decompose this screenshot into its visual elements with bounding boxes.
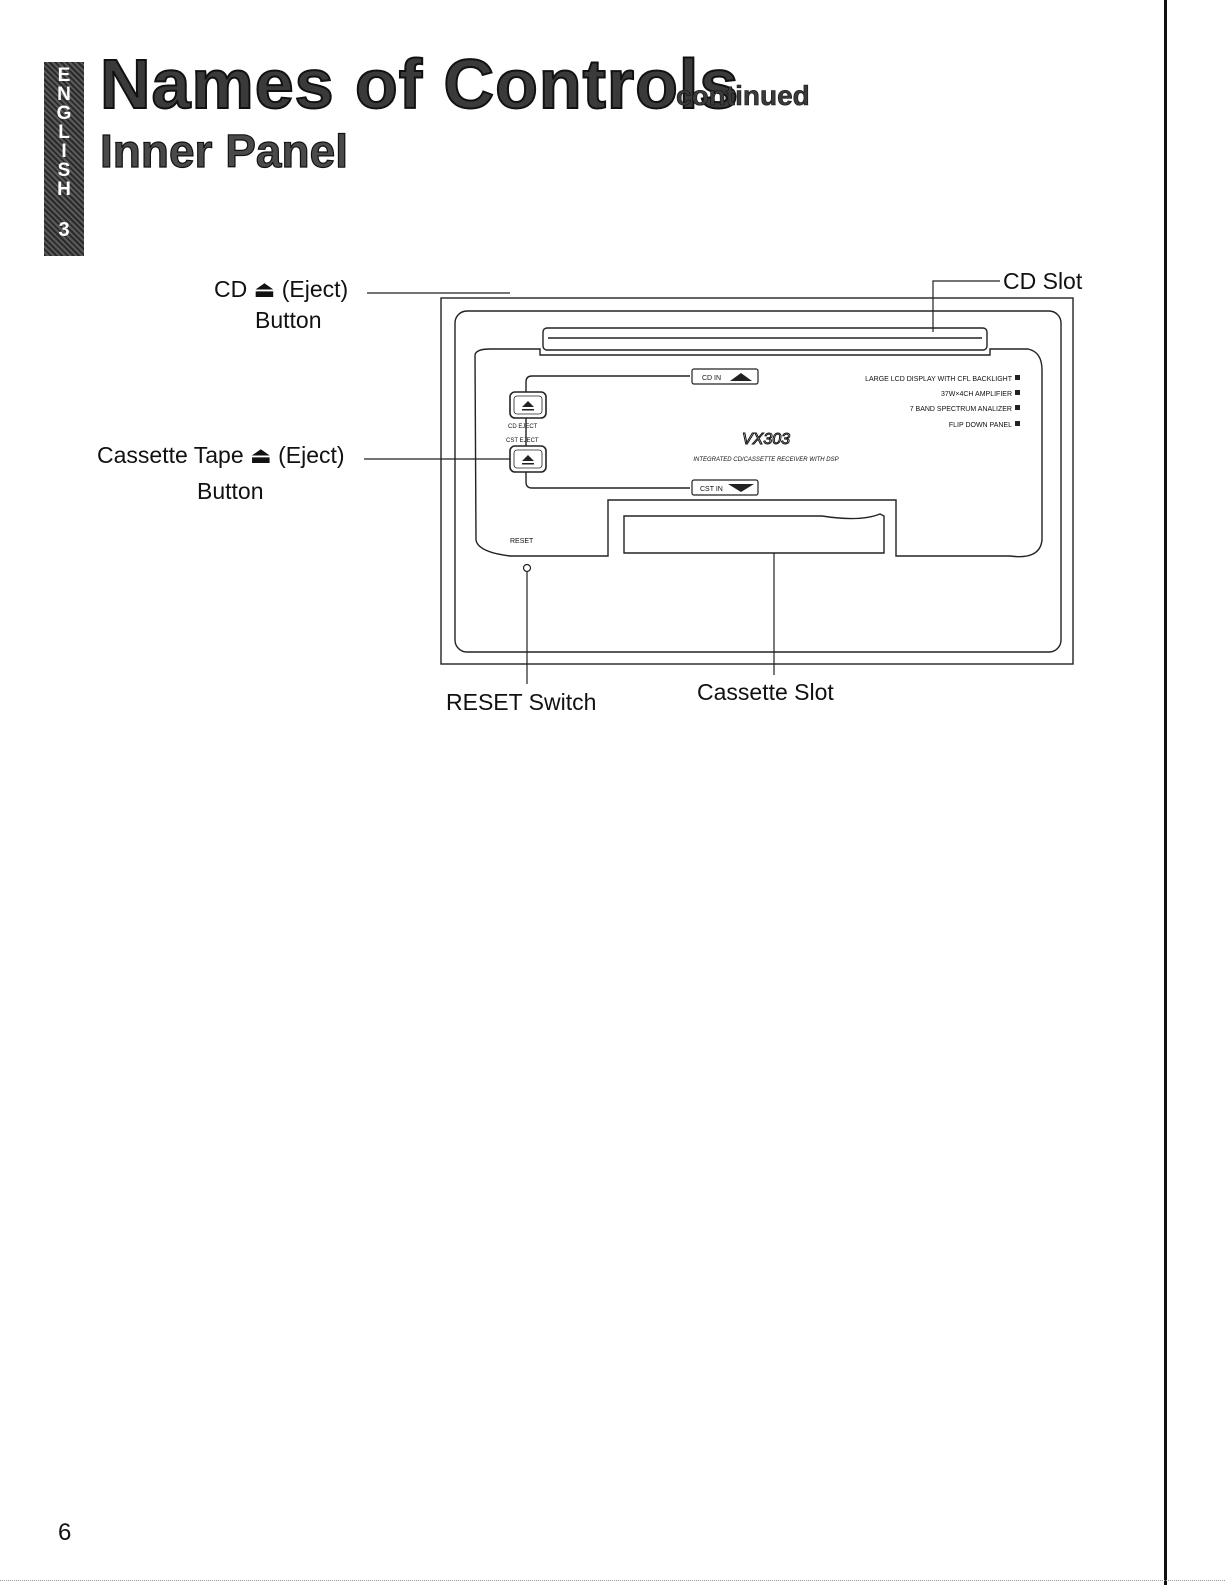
cd-slot-callout: CD Slot (1003, 268, 1083, 294)
cassette-slot-callout: Cassette Slot (697, 679, 834, 705)
language-tab-letter: I (61, 141, 67, 162)
right-margin-rule (1164, 0, 1167, 1585)
cassette-eject-callout: Cassette Tape ⏏ (Eject) (97, 442, 345, 468)
reset-switch-callout: RESET Switch (446, 689, 597, 715)
reset-label: RESET (510, 538, 534, 545)
cd-in-arrow-icon (730, 373, 752, 381)
cst-eject-label: CST EJECT (506, 438, 539, 444)
language-tab-number: 3 (58, 219, 70, 241)
cassette-eject-callout-line2: Button (197, 478, 264, 504)
panel-inner-frame (454, 310, 1062, 653)
reset-hole (522, 563, 532, 573)
language-tab-letter: L (58, 122, 70, 143)
language-tab: E N G L I S H 3 (44, 62, 84, 256)
feature-list: LARGE LCD DISPLAY WITH CFL BACKLIGHT 37W… (865, 376, 1013, 429)
model-name: VX303 (742, 431, 790, 448)
cd-eject-callout: CD ⏏ (Eject) (214, 276, 349, 302)
language-tab-letter: N (57, 84, 71, 105)
cst-in-arrow-icon (728, 484, 754, 492)
section-title: Inner Panel (99, 124, 348, 177)
feature-item: FLIP DOWN PANEL (949, 422, 1012, 429)
page-number: 6 (58, 1519, 72, 1546)
eject-icon (522, 401, 534, 411)
language-tab-letter: H (57, 179, 71, 200)
panel-outer-frame (440, 297, 1074, 665)
cassette-slot (623, 513, 885, 554)
language-tab-letter: S (57, 160, 71, 181)
title-continued: continued (676, 80, 810, 112)
page-title: Names of Controls (99, 44, 740, 124)
cd-in-label: CD IN (702, 375, 721, 382)
language-tab-letter: E (57, 65, 71, 86)
cst-in-label: CST IN (700, 486, 723, 493)
feature-item: LARGE LCD DISPLAY WITH CFL BACKLIGHT (865, 376, 1013, 383)
feature-item: 37W×4CH AMPLIFIER (941, 391, 1012, 398)
leader-lines (364, 280, 1000, 684)
cassette-eject-button[interactable] (509, 445, 547, 473)
cd-eject-label: CD EJECT (508, 424, 538, 430)
inner-panel-diagram: CD IN CST IN CD EJECT CST EJECT VX303 IN… (364, 280, 1074, 684)
model-tagline: INTEGRATED CD/CASSETTE RECEIVER WITH DSP (693, 457, 838, 463)
eject-icon (522, 455, 534, 465)
feature-item: 7 BAND SPECTRUM ANALIZER (910, 406, 1012, 413)
panel-face (474, 348, 1043, 558)
bottom-rule (0, 1580, 1225, 1582)
language-tab-letter: G (56, 103, 72, 124)
feature-bullets (1015, 375, 1020, 426)
cd-eject-callout-line2: Button (255, 307, 322, 333)
cd-slot (542, 327, 988, 351)
cd-eject-button[interactable] (509, 391, 547, 419)
